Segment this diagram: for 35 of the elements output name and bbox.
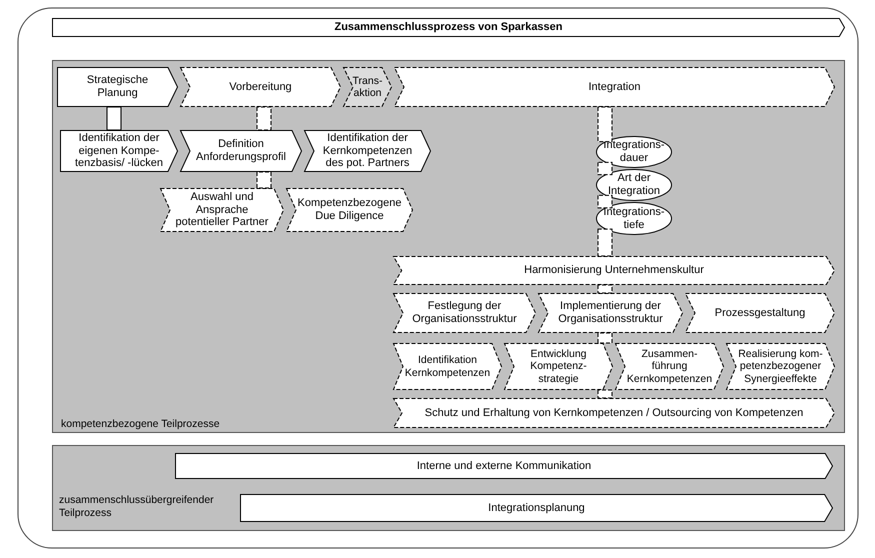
process-step: Kompetenzbezogene Due Diligence [286, 188, 413, 232]
connector-bar [598, 106, 612, 142]
process-step: Schutz und Erhaltung von Kernkompetenzen / Outsourcing von Kompetenzen [393, 398, 835, 428]
process-step: Prozessgestaltung [685, 293, 835, 333]
process-step: Vorbereitung [180, 67, 341, 107]
process-step: Zusammen- führung Kernkompetenzen [615, 343, 724, 390]
connector-bar [256, 106, 272, 130]
process-step: Trans- aktion [343, 67, 392, 107]
process-step: Integrationsplanung [240, 494, 833, 522]
process-step: Entwicklung Kompetenz- strategie [504, 343, 613, 390]
panel-heading: kompetenzbezogene Teilprozesse [61, 418, 221, 431]
process-step: Realisierung kom- petenzbezogener Synergieeffekte [726, 343, 835, 390]
connector-bar [598, 284, 612, 294]
process-step: Strategische Planung [57, 67, 178, 107]
process-step: Identifikation Kernkompetenzen [393, 343, 502, 390]
title-banner: Zusammenschlussprozess von Sparkassen [52, 18, 845, 37]
process-step: Harmonisierung Unternehmenskultur [393, 256, 835, 285]
connector-bar [598, 390, 612, 398]
process-panel [52, 445, 845, 531]
process-step: Implementierung der Organisationsstruktur [538, 293, 683, 333]
connector-bar [598, 228, 612, 256]
process-panel [52, 60, 845, 433]
connector-bar [598, 332, 612, 344]
process-step: Definition Anforderungsprofil [180, 130, 302, 172]
process-step: Interne und externe Kommunikation [175, 453, 833, 479]
process-step: Festlegung der Organisationsstruktur [393, 293, 536, 333]
process-step: Auswahl und Ansprache potentieller Partner [160, 188, 284, 232]
connector-bar [256, 172, 272, 188]
connector-bar [598, 162, 612, 176]
connector-bar [598, 194, 612, 208]
panel-heading: zusammenschlussübergreifender Teilprozess [59, 494, 215, 520]
connector-bar [106, 106, 122, 130]
process-step: Identifikation der Kernkompetenzen des pot. Partners [304, 130, 431, 172]
process-step: Integration [394, 67, 835, 107]
process-step: Identifikation der eigenen Kompe- tenzbasis/ -lücken [60, 130, 178, 172]
